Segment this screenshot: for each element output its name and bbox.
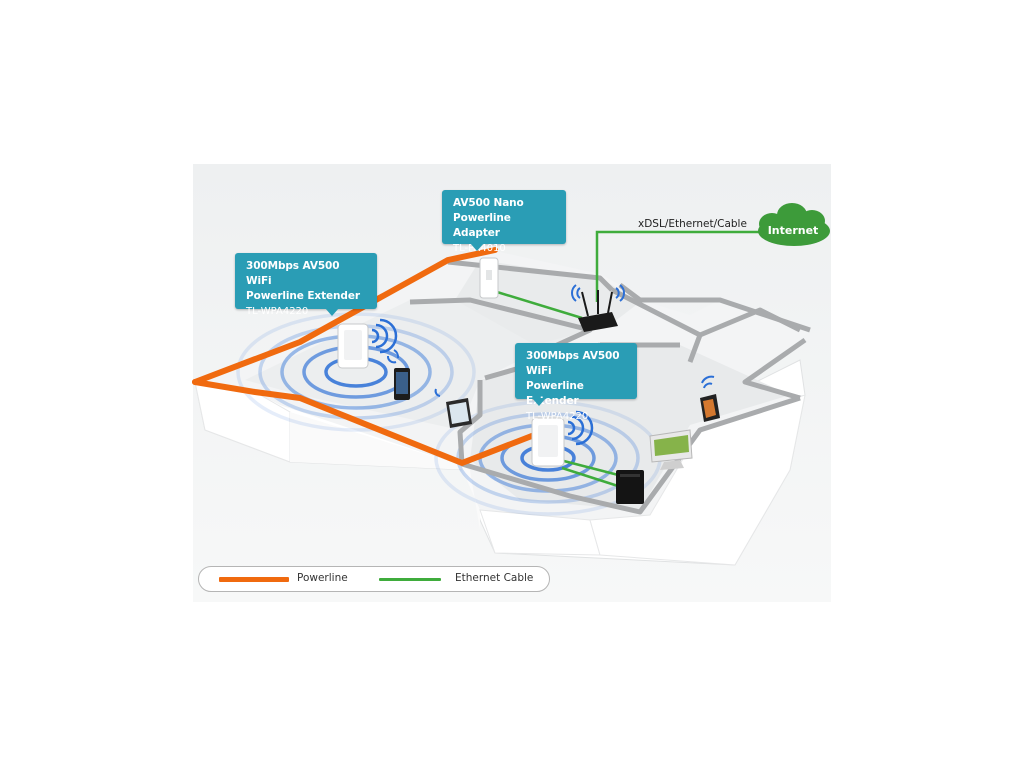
callout-pointer xyxy=(470,243,484,251)
wifi-signal-icon xyxy=(571,284,625,302)
legend-powerline-label: Powerline xyxy=(297,572,348,584)
router-icon xyxy=(578,290,618,332)
powerline-wiring-lower xyxy=(192,379,563,466)
wifi-extender-icon xyxy=(337,323,369,369)
callout-model: TL-PA4010 xyxy=(453,243,506,254)
legend-powerline-swatch xyxy=(219,577,289,582)
desktop-computer-icon xyxy=(649,429,693,470)
legend-ethernet-swatch xyxy=(379,578,441,581)
wifi-signal-icon xyxy=(371,318,398,354)
wifi-signal-icon xyxy=(434,388,441,397)
wifi-signal-icon xyxy=(387,349,400,364)
legend-ethernet-label: Ethernet Cable xyxy=(455,572,534,584)
internet-label: Internet xyxy=(768,224,819,237)
tablet-icon xyxy=(446,398,472,428)
callout-nano-adapter: AV500 Nano Powerline Adapter TL-PA4010 xyxy=(442,190,566,254)
connection-type-label: xDSL/Ethernet/Cable xyxy=(638,218,747,230)
internet-cloud-icon: Internet xyxy=(758,203,830,246)
callout-extender-left: 300Mbps AV500 WiFi Powerline Extender TL… xyxy=(235,253,377,317)
callout-pointer xyxy=(325,308,339,316)
callout-pointer xyxy=(532,398,546,406)
callout-extender-right: 300Mbps AV500 WiFi Powerline Extender TL… xyxy=(515,343,637,422)
callout-model: TL-WPA4220 xyxy=(526,411,589,422)
wifi-signal-icon xyxy=(701,375,715,389)
powerline-adapter-icon xyxy=(479,257,499,299)
game-console-icon xyxy=(616,470,644,504)
callout-title: AV500 Nano xyxy=(453,197,524,209)
callout-title: Powerline Extender xyxy=(246,290,360,302)
smartphone-icon xyxy=(700,394,720,422)
callout-model: TL-WPA4220 xyxy=(246,306,309,317)
wifi-signal-icon xyxy=(567,410,594,446)
callout-title: 300Mbps AV500 WiFi xyxy=(526,350,620,377)
wifi-extender-icon xyxy=(531,417,565,467)
callout-title: Powerline Adapter xyxy=(453,212,511,239)
callout-title: 300Mbps AV500 WiFi xyxy=(246,260,340,287)
legend: Powerline Ethernet Cable xyxy=(198,566,550,592)
smartphone-icon xyxy=(394,368,410,400)
